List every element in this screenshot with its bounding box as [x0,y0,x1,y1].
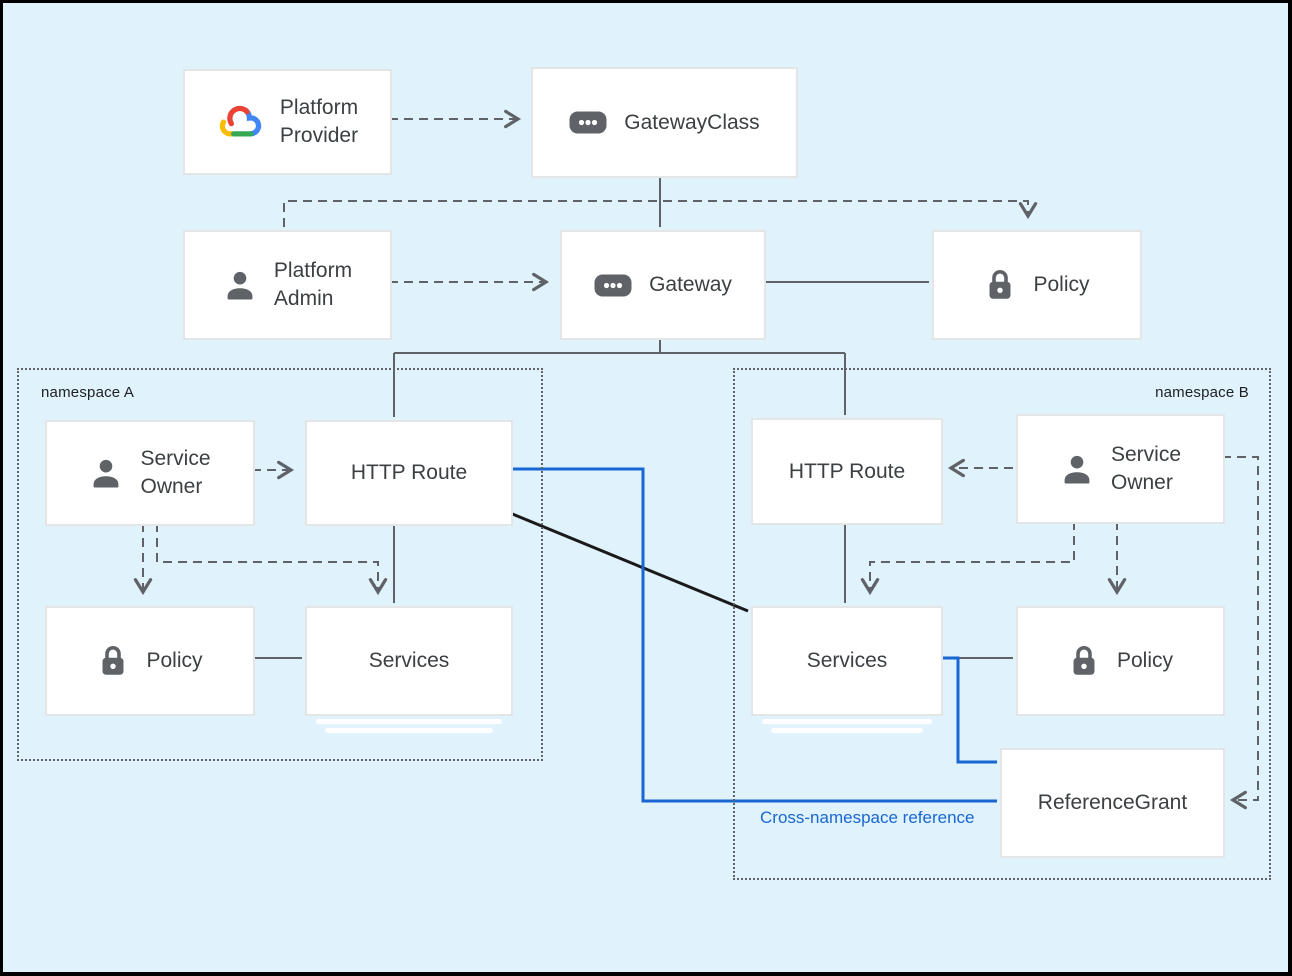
node-label-service-owner-a: Service Owner [140,447,211,498]
namespace-a-boundary: namespace A [17,368,543,761]
services-stack-stripe [316,719,502,724]
node-policy-a: Policy [45,606,255,716]
node-label-policy-root: Policy [1033,273,1090,297]
node-gateway: Gateway [560,230,766,340]
node-services-b: Services [751,606,943,733]
services-stack-stripe [771,728,923,733]
node-label-platform-admin: Platform Admin [273,259,353,310]
node-label-policy-b: Policy [1116,649,1174,673]
lock-icon [984,267,1016,303]
node-platform-admin: Platform Admin [183,230,392,340]
node-policy-root: Policy [932,230,1142,340]
node-label-gateway: Gateway [649,273,732,297]
node-label-policy-a: Policy [146,649,203,673]
node-policy-b: Policy [1016,606,1225,716]
node-platform-provider: Platform Provider [183,69,392,175]
node-label-gatewayclass: GatewayClass [624,110,760,134]
node-label-services-a: Services [368,649,450,673]
person-icon [223,268,257,302]
services-stack-stripe [762,719,932,724]
edge-admin-policy [283,200,1038,227]
namespace-b-label: namespace B [1155,384,1249,401]
node-label-http-route-b: HTTP Route [788,459,906,483]
node-http-route-a: HTTP Route [305,420,513,526]
namespace-a-label: namespace A [41,384,135,401]
node-label-reference-grant: ReferenceGrant [1037,791,1188,815]
edge-httproute-a-services-b [509,511,749,613]
cross-namespace-reference-label: Cross-namespace reference [760,808,975,827]
node-label-http-route-a: HTTP Route [350,461,468,485]
node-gatewayclass: GatewayClass [531,67,798,178]
node-label-services-b: Services [806,649,888,673]
services-stack-stripe [325,728,493,733]
node-label-platform-provider: Platform Provider [279,96,359,147]
node-reference-grant: ReferenceGrant [1000,748,1225,858]
namespace-b-boundary: namespace B [733,368,1271,880]
person-icon [89,456,123,490]
node-service-owner-b: Service Owner [1016,414,1225,524]
node-service-owner-a: Service Owner [45,420,255,526]
lock-icon [97,643,129,679]
node-services-a: Services [305,606,513,733]
google-cloud-icon [217,103,263,141]
node-label-service-owner-b: Service Owner [1110,443,1182,494]
resource-pill-icon [569,111,607,134]
person-icon [1060,452,1094,486]
resource-pill-icon [594,274,632,297]
node-http-route-b: HTTP Route [751,418,943,525]
lock-icon [1068,643,1100,679]
diagram-canvas: namespace A namespace B Platform Provide… [3,3,1288,972]
